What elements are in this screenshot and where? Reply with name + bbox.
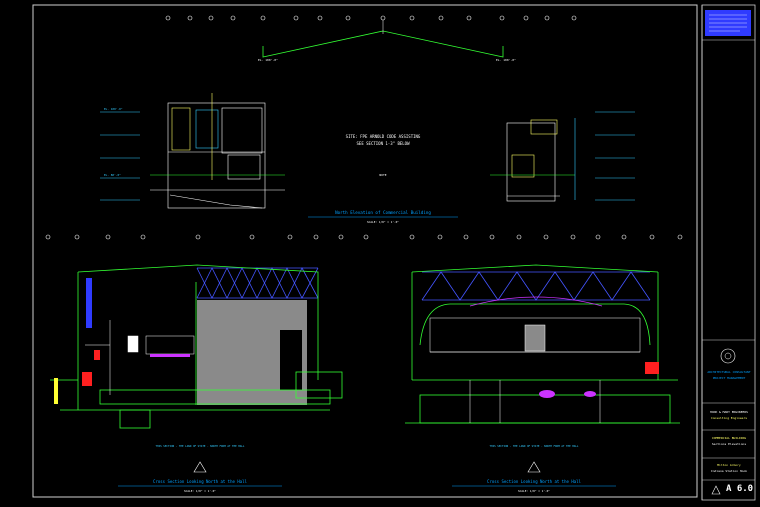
left-roof-truss: [196, 267, 319, 299]
center-note-line1: SITE: FPE ARNOLD CODE ASSISTING: [346, 134, 421, 139]
left-section-walls: [50, 264, 343, 429]
left-elevation-markers: [100, 111, 140, 201]
right-cross-section: THIS SECTION - THE LAND OF STATE - NORTH…: [405, 234, 683, 493]
right-elevation-markers: [595, 111, 635, 201]
left-section-note: THIS SECTION - THE LAND OF STATE - NORTH…: [155, 444, 244, 448]
left-yellow-accent: [54, 378, 58, 404]
left-section-hatch-notch: [280, 330, 302, 390]
right-magenta-accent-2: [584, 391, 596, 397]
sheet-number: A 6.0: [726, 484, 754, 494]
project-name: COMMERCIAL BUILDING: [711, 436, 747, 440]
left-section-scale: SCALE: 1/8" = 1'-0": [184, 489, 216, 493]
title-block-frame: [701, 4, 756, 501]
right-section-note: THIS SECTION - THE LAND OF STATE - NORTH…: [489, 444, 578, 448]
left-red-accent-2: [94, 350, 100, 360]
left-red-accent-1: [82, 372, 92, 386]
elev-label-left-roof: EL. 100'-0": [258, 58, 278, 62]
left-cross-section: THIS SECTION - THE LAND OF STATE - NORTH…: [45, 234, 369, 493]
title-block-seal: [720, 348, 736, 364]
right-roof-arc: [469, 296, 603, 307]
left-stair-blue: [86, 278, 92, 328]
elev-marker-text-1: EL. 100'-0": [104, 107, 123, 111]
left-section-grid-bubbles: [45, 234, 369, 240]
left-magenta-accent: [150, 354, 190, 357]
right-red-accent: [645, 362, 659, 374]
elev-marker-text-2: EL. 80'-0": [104, 173, 121, 177]
north-elevation: EL. 100'-0" EL. 100'-0" EL. 100'-0" EL. …: [100, 15, 635, 224]
title-block-logo-lines: [709, 14, 747, 32]
right-section-grid-bubbles: [409, 234, 683, 240]
left-north-arrow: [193, 461, 207, 473]
right-north-arrow: [527, 461, 541, 473]
consultant-line1: ARCHITECTURAL CONSULTANT: [707, 370, 751, 374]
right-section-interior: [429, 317, 641, 423]
title-block: [702, 10, 755, 495]
consultant-line2: PROJECT MANAGEMENT: [712, 376, 746, 380]
center-note-line2: SEE SECTION 1-3" BELOW: [357, 141, 411, 146]
left-section-title: Cross Section Looking North at the Hall: [153, 479, 248, 484]
right-building-elevation: [490, 118, 576, 202]
elev-label-right-roof: EL. 100'-0": [496, 58, 516, 62]
north-elevation-title: North Elevation of Commercial Building: [335, 210, 431, 215]
right-section-walls: [405, 264, 680, 424]
left-section-interior: [85, 320, 195, 395]
right-section-title: Cross Section Looking North at the Hall: [487, 479, 582, 484]
left-building-elevation: [150, 93, 285, 209]
center-small-note: NOTE: [379, 173, 386, 177]
top-grid-bubbles: [165, 15, 577, 21]
right-section-scale: SCALE: 1/8" = 1'-0": [518, 489, 550, 493]
client-subtitle: Indiana Station Hook: [710, 469, 748, 473]
title-block-revision-triangle: [711, 485, 721, 495]
right-roof-truss: [421, 271, 651, 301]
firm-name: HOOK & MARY ENGINEERS: [710, 410, 748, 414]
title-block-seal-inner: [724, 352, 732, 360]
sheet-border: [32, 4, 698, 498]
right-magenta-accent-1: [539, 390, 555, 398]
project-subtitle: Sections Elevations: [711, 442, 747, 446]
north-elevation-scale: SCALE: 1/8" = 1'-0": [367, 220, 399, 224]
roof-profile: [262, 30, 504, 58]
client-name: Milton Armory: [717, 463, 741, 467]
firm-subtitle: Consulting Engineers: [710, 416, 748, 420]
